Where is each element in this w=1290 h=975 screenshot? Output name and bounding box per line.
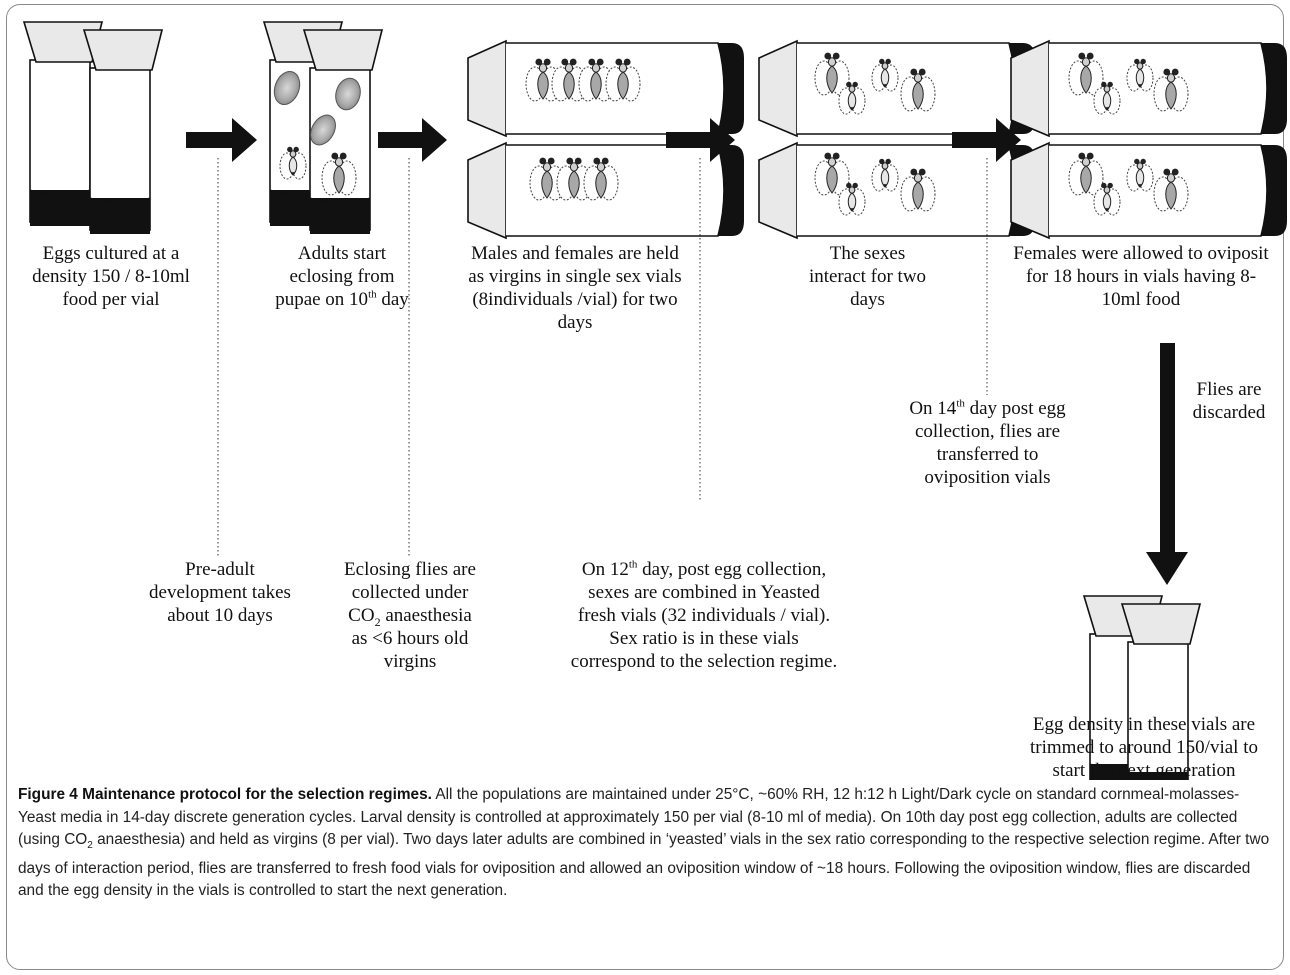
- label-egg-density-trimmed: Egg density in these vials are trimmed t…: [1030, 714, 1258, 781]
- caption-body: All the populations are maintained under…: [18, 786, 1240, 849]
- arrow-right: [186, 118, 257, 162]
- leader-lines: [217, 158, 988, 556]
- arrow-right: [378, 118, 447, 162]
- oviposition-vial-2: [1010, 142, 1288, 239]
- egg-vial-front: [83, 29, 163, 235]
- pupa: [273, 71, 301, 105]
- flow-arrows: [186, 118, 1188, 585]
- label-eclosing-collected: Eclosing flies are collected under CO2 a…: [344, 559, 476, 672]
- interaction-vial-1: [758, 40, 1036, 137]
- arrow-right: [952, 118, 1021, 162]
- label-day12-combined: On 12th day, post egg collection, sexes …: [570, 558, 838, 672]
- label-females-oviposit: Females were allowed to oviposit for 18 …: [1013, 243, 1269, 310]
- label-day14-transfer: On 14th day post egg collection, flies a…: [909, 397, 1066, 488]
- label-flies-discarded: Flies are discarded: [1192, 379, 1266, 423]
- label-adults-eclosing: Adults start eclosing from pupae on 10th…: [275, 243, 409, 310]
- label-virgins-held: Males and females are held as virgins in…: [468, 243, 682, 333]
- eclosion-vials: [263, 21, 383, 235]
- interaction-vial-2: [758, 142, 1036, 239]
- label-eggs-cultured: Eggs cultured at a density 150 / 8-10ml …: [32, 243, 190, 310]
- figure-caption: Figure 4 Maintenance protocol for the se…: [18, 786, 1270, 900]
- protocol-diagram: [23, 21, 1288, 780]
- arrow-down: [1146, 343, 1188, 585]
- egg-vials: [23, 21, 163, 235]
- label-preadult-development: Pre-adult development takes about 10 day…: [149, 559, 291, 626]
- pupa: [335, 77, 361, 111]
- caption-title: Figure 4 Maintenance protocol for the se…: [18, 786, 432, 803]
- pupa: [310, 114, 336, 146]
- oviposition-vials: [1010, 40, 1288, 239]
- arrow-right: [666, 118, 735, 162]
- figure-frame: [6, 4, 1284, 970]
- label-sexes-interact: The sexes interact for two days: [808, 243, 927, 310]
